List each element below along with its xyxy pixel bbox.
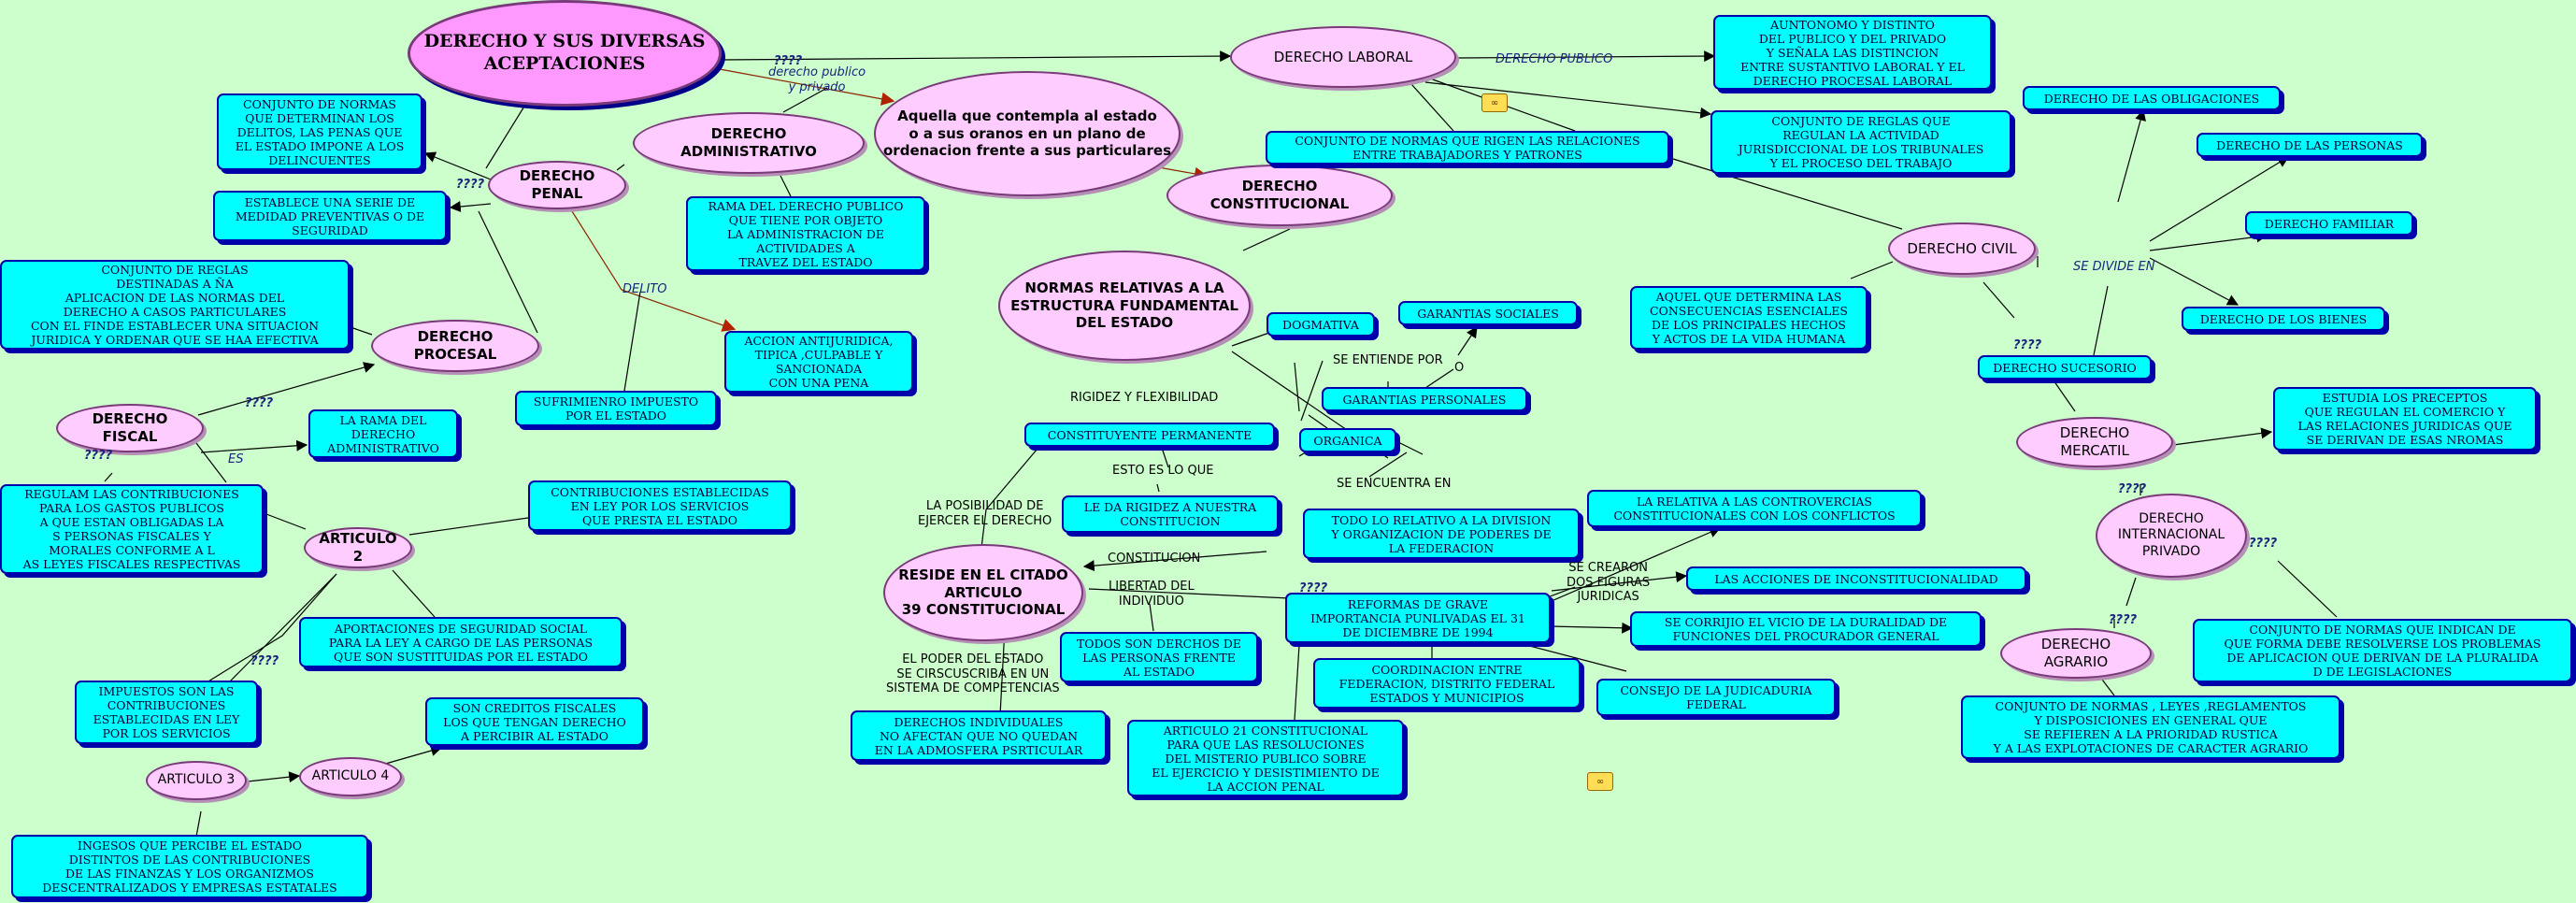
label-rigidez-flexibilidad: RIGIDEZ Y FLEXIBILIDAD xyxy=(1070,391,1219,405)
node-derecho-civil[interactable]: DERECHO CIVIL xyxy=(1888,222,2036,275)
label-es: ES xyxy=(228,452,244,466)
label-q-penal: ???? xyxy=(456,178,485,192)
label-q-internacional: ???? xyxy=(2249,537,2278,551)
box-aportaciones[interactable]: APORTACIONES DE SEGURIDAD SOCIAL PARA LA… xyxy=(299,617,623,667)
label-derecho-publico-privado: derecho publico y privado xyxy=(768,65,866,94)
box-todo-relativo[interactable]: TODO LO RELATIVO A LA DIVISION Y ORGANIZ… xyxy=(1303,509,1580,559)
box-sucesorio[interactable]: DERECHO SUCESORIO xyxy=(1978,355,2152,380)
node-derecho-mercatil[interactable]: DERECHO MERCATIL xyxy=(2016,417,2173,467)
box-relativa-controversias[interactable]: LA RELATIVA A LAS CONTROVERCIAS CONSTITU… xyxy=(1587,490,1922,527)
node-derecho-laboral[interactable]: DERECHO LABORAL xyxy=(1230,26,1456,88)
node-articulo-4[interactable]: ARTICULO 4 xyxy=(299,757,402,796)
label-posibilidad: LA POSIBILIDAD DE EJERCER EL DERECHO xyxy=(918,499,1052,528)
box-reformas[interactable]: REFORMAS DE GRAVE IMPORTANCIA PUNLIVADAS… xyxy=(1285,593,1551,643)
label-derecho-publico: DERECHO PUBLICO xyxy=(1496,52,1613,66)
box-bienes[interactable]: DERECHO DE LOS BIENES xyxy=(2182,307,2385,331)
link-icon[interactable]: ∞ xyxy=(1481,93,1508,112)
box-derechos-individuales[interactable]: DERECHOS INDIVIDUALES NO AFECTAN QUE NO … xyxy=(851,710,1107,761)
box-todos-derechos[interactable]: TODOS SON DERCHOS DE LAS PERSONAS FRENTE… xyxy=(1060,632,1258,682)
label-se-divide-en: SE DIVIDE EN xyxy=(2073,260,2155,274)
box-rama-administrativo[interactable]: LA RAMA DEL DERECHO ADMINISTRATIVO xyxy=(308,409,458,458)
box-sufrimiento[interactable]: SUFRIMIENRO IMPUESTO POR EL ESTADO xyxy=(515,391,717,426)
box-regulam[interactable]: REGULAM LAS CONTRIBUCIONES PARA LOS GAST… xyxy=(0,484,264,574)
box-impuestos[interactable]: IMPUESTOS SON LAS CONTRIBUCIONES ESTABLE… xyxy=(75,681,258,744)
label-q-procesal: ???? xyxy=(245,396,274,410)
box-organica[interactable]: ORGANICA xyxy=(1299,428,1396,452)
box-rigidez[interactable]: LE DA RIGIDEZ A NUESTRA CONSTITUCION xyxy=(1062,495,1279,533)
box-familiar[interactable]: DERECHO FAMILIAR xyxy=(2245,211,2413,236)
label-poder: EL PODER DEL ESTADO SE CIRSCUSCRIBA EN U… xyxy=(886,652,1060,696)
label-se-crearon: SE CREARON DOS FIGURAS JURIDICAS xyxy=(1567,561,1651,605)
node-derecho-administrativo[interactable]: DERECHO ADMINISTRATIVO xyxy=(633,112,865,174)
node-derecho-procesal[interactable]: DERECHO PROCESAL xyxy=(371,320,539,372)
box-establece[interactable]: ESTABLECE UNA SERIE DE MEDIDAD PREVENTIV… xyxy=(213,191,447,241)
label-q-fiscal: ???? xyxy=(84,449,113,463)
box-obligaciones[interactable]: DERECHO DE LAS OBLIGACIONES xyxy=(2023,86,2281,110)
node-derecho-constitucional[interactable]: DERECHO CONSTITUCIONAL xyxy=(1166,165,1393,226)
label-esto-es-lo-que: ESTO ES LO QUE xyxy=(1112,464,1214,478)
box-coordinacion[interactable]: COORDINACION ENTRE FEDERACION, DISTRITO … xyxy=(1313,658,1581,709)
box-autonomo[interactable]: AUNTONOMO Y DISTINTO DEL PUBLICO Y DEL P… xyxy=(1713,15,1992,90)
box-conjunto-normas-internacional[interactable]: CONJUNTO DE NORMAS QUE INDICAN DE QUE FO… xyxy=(2193,619,2572,682)
box-conjunto-normas-delitos[interactable]: CONJUNTO DE NORMAS QUE DETERMINAN LOS DE… xyxy=(217,93,422,170)
node-derecho-fiscal[interactable]: DERECHO FISCAL xyxy=(56,404,204,452)
box-consejo[interactable]: CONSEJO DE LA JUDICADURIA FEDERAL xyxy=(1596,679,1836,716)
box-ingresos[interactable]: INGESOS QUE PERCIBE EL ESTADO DISTINTOS … xyxy=(11,835,368,898)
node-articulo-3[interactable]: ARTICULO 3 xyxy=(146,761,247,800)
label-q-mercatil: ???? xyxy=(2118,482,2147,496)
label-constitucion: CONSTITUCION xyxy=(1108,552,1201,566)
box-constituyente[interactable]: CONSTITUYENTE PERMANENTE xyxy=(1024,423,1275,447)
node-normas-relativas[interactable]: NORMAS RELATIVAS A LA ESTRUCTURA FUNDAME… xyxy=(998,251,1251,361)
node-derecho-internacional-privado[interactable]: DERECHO INTERNACIONAL PRIVADO xyxy=(2096,494,2247,578)
label-q-agrario: ???? xyxy=(2109,613,2138,627)
box-rama-derecho-publico[interactable]: RAMA DEL DERECHO PUBLICO QUE TIENE POR O… xyxy=(686,196,925,271)
label-q-civil: ???? xyxy=(2013,338,2042,352)
label-libertad: LIBERTAD DEL INDIVIDUO xyxy=(1109,580,1195,609)
box-corrigio[interactable]: SE CORRIJIO EL VICIO DE LA DURALIDAD DE … xyxy=(1630,611,1982,647)
box-contribuciones[interactable]: CONTRIBUCIONES ESTABLECIDAS EN LEY POR L… xyxy=(528,480,792,531)
node-reside[interactable]: RESIDE EN EL CITADO ARTICULO 39 CONSTITU… xyxy=(883,544,1083,641)
box-personas[interactable]: DERECHO DE LAS PERSONAS xyxy=(2197,133,2423,157)
box-accion-antijuridica[interactable]: ACCION ANTIJURIDICA, TIPICA ,CULPABLE Y … xyxy=(724,331,913,393)
box-creditos-fiscales[interactable]: SON CREDITOS FISCALES LOS QUE TENGAN DER… xyxy=(425,697,644,746)
box-garantias-personales[interactable]: GARANTIAS PERSONALES xyxy=(1322,387,1527,411)
label-q-art2: ???? xyxy=(250,654,279,668)
node-title[interactable]: DERECHO Y SUS DIVERSAS ACEPTACIONES xyxy=(408,0,722,107)
node-derecho-agrario[interactable]: DERECHO AGRARIO xyxy=(2000,628,2152,679)
box-garantias-sociales[interactable]: GARANTIAS SOCIALES xyxy=(1398,301,1578,325)
node-derecho-penal[interactable]: DERECHO PENAL xyxy=(488,161,626,209)
box-conjunto-reglas-laboral[interactable]: CONJUNTO DE REGLAS QUE REGULAN LA ACTIVI… xyxy=(1710,110,2011,174)
box-aquel-determina[interactable]: AQUEL QUE DETERMINA LAS CONSECUENCIAS ES… xyxy=(1630,286,1868,350)
box-conjunto-normas-trabajadores[interactable]: CONJUNTO DE NORMAS QUE RIGEN LAS RELACIO… xyxy=(1266,131,1669,165)
label-delito: DELITO xyxy=(623,282,667,296)
label-q-reside: ???? xyxy=(1299,581,1328,595)
box-articulo-21[interactable]: ARTICULO 21 CONSTITUCIONAL PARA QUE LAS … xyxy=(1127,720,1404,796)
box-dogmativa[interactable]: DOGMATIVA xyxy=(1267,312,1375,337)
node-aquella[interactable]: Aquella que contempla al estado o a sus … xyxy=(874,71,1181,196)
link-icon[interactable]: ∞ xyxy=(1587,772,1613,791)
box-conjunto-normas-agrario[interactable]: CONJUNTO DE NORMAS , LEYES ,REGLAMENTOS … xyxy=(1961,695,2340,759)
box-acciones-inconstitucionalidad[interactable]: LAS ACCIONES DE INCONSTITUCIONALIDAD xyxy=(1686,566,2026,591)
label-q-title: ???? xyxy=(774,54,803,68)
label-se-entiende-por: SE ENTIENDE POR xyxy=(1333,353,1443,367)
box-estudia[interactable]: ESTUDIA LOS PRECEPTOS QUE REGULAN EL COM… xyxy=(2273,387,2537,451)
label-o: O xyxy=(1454,361,1465,375)
box-conjunto-reglas-procesal[interactable]: CONJUNTO DE REGLAS DESTINADAS A ÑA APLIC… xyxy=(0,260,350,350)
label-se-encuentra-en: SE ENCUENTRA EN xyxy=(1337,477,1452,491)
node-articulo-2[interactable]: ARTICULO 2 xyxy=(304,527,412,568)
